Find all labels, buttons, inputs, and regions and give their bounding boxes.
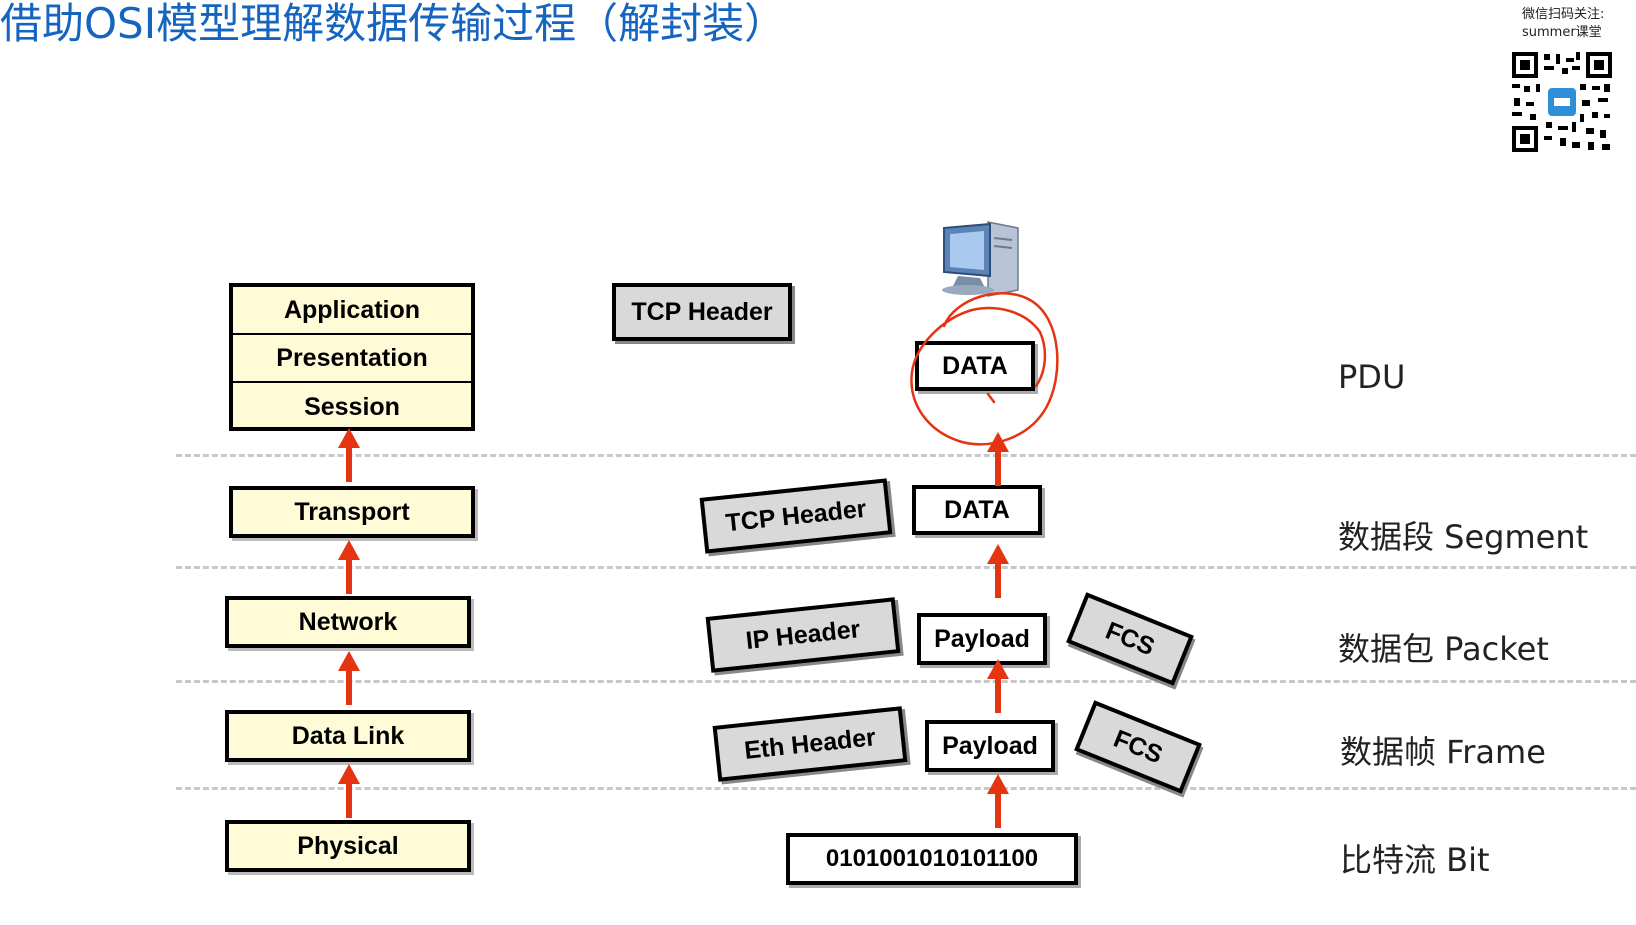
frame-payload: Payload xyxy=(925,720,1055,772)
qr-code-icon xyxy=(1510,50,1614,154)
frame-fcs: FCS xyxy=(1074,700,1202,794)
packet-ip-header: IP Header xyxy=(705,597,901,673)
layer-physical: Physical xyxy=(225,820,471,872)
up-arrow-icon xyxy=(338,764,360,818)
layer-divider-1 xyxy=(176,454,1636,457)
computer-icon xyxy=(942,221,1019,297)
up-arrow-icon xyxy=(338,651,360,705)
top-data: DATA xyxy=(915,341,1035,391)
qr-promo: 微信扫码关注: summer课堂 xyxy=(1500,6,1632,42)
segment-tcp-header: TCP Header xyxy=(699,478,893,554)
layer-presentation: Presentation xyxy=(233,335,471,383)
label-frame: 数据帧 Frame xyxy=(1340,733,1546,771)
label-bit: 比特流 Bit xyxy=(1340,841,1490,879)
layer-data-link: Data Link xyxy=(225,710,471,762)
layer-divider-2 xyxy=(176,566,1636,569)
top-tcp-header: TCP Header xyxy=(612,283,792,341)
layer-divider-4 xyxy=(176,787,1636,790)
label-segment: 数据段 Segment xyxy=(1338,518,1589,556)
page-title: 借助OSI模型理解数据传输过程（解封装） xyxy=(0,0,787,48)
osi-upper-layers: Application Presentation Session xyxy=(229,283,475,431)
up-arrow-icon xyxy=(987,774,1009,828)
layer-application: Application xyxy=(233,287,471,335)
up-arrow-icon xyxy=(987,432,1009,486)
layer-transport: Transport xyxy=(229,486,475,538)
bitstream: 0101001010101100 xyxy=(786,833,1078,885)
packet-payload: Payload xyxy=(917,613,1047,665)
layer-divider-3 xyxy=(176,680,1636,683)
frame-eth-header: Eth Header xyxy=(712,706,908,782)
layer-network: Network xyxy=(225,596,471,648)
qr-caption-line1: 微信扫码关注: xyxy=(1522,7,1605,22)
qr-caption-line2: summer课堂 xyxy=(1522,25,1602,40)
layer-session: Session xyxy=(304,392,400,421)
up-arrow-icon xyxy=(987,659,1009,713)
up-arrow-icon xyxy=(987,544,1009,598)
segment-data: DATA xyxy=(912,485,1042,535)
packet-fcs: FCS xyxy=(1066,592,1194,686)
label-pdu: PDU xyxy=(1338,358,1406,396)
label-packet: 数据包 Packet xyxy=(1338,630,1549,668)
